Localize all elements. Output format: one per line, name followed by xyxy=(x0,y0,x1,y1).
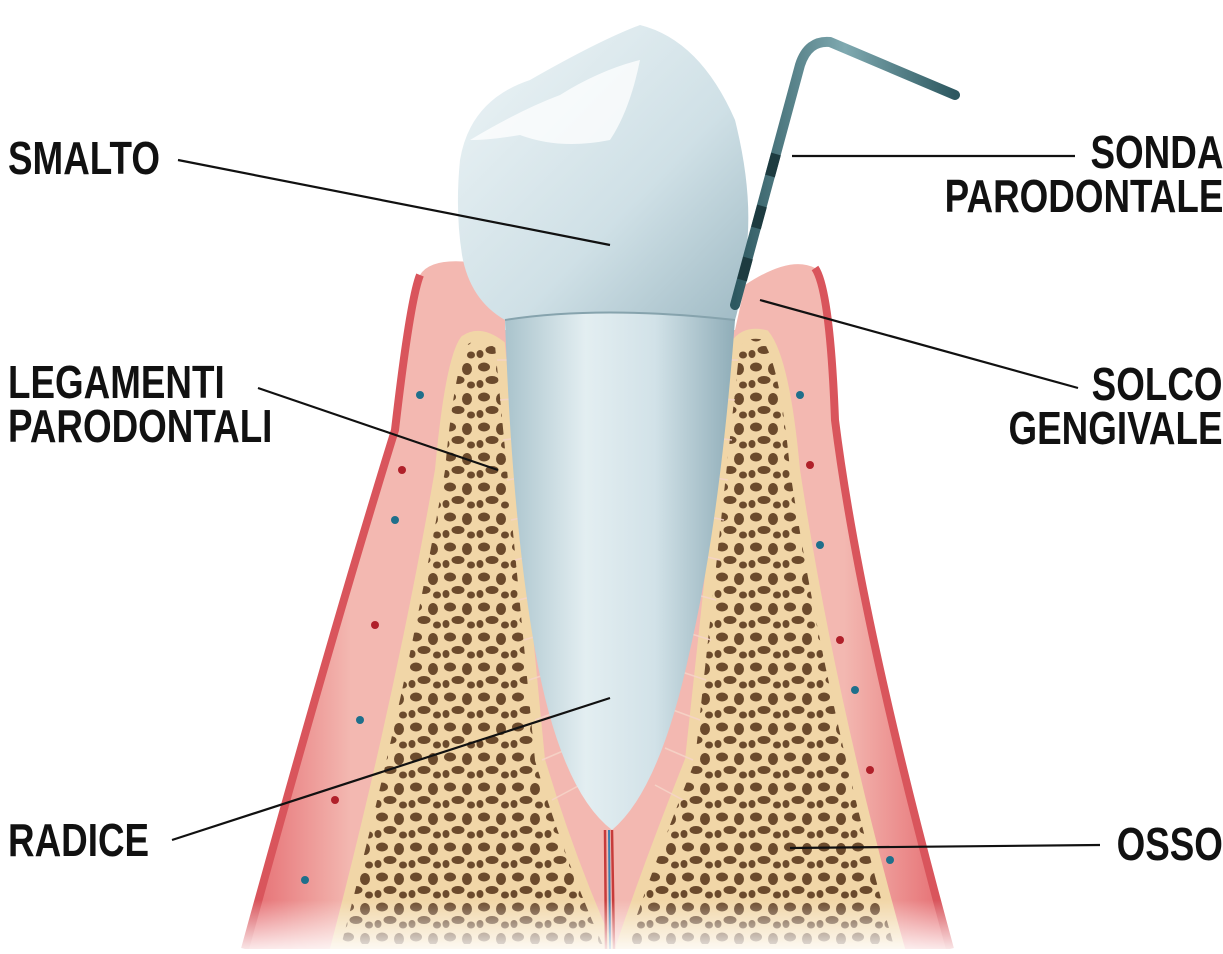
label-solco-line-2: GENGIVALE xyxy=(1009,406,1223,450)
label-radice: RADICE xyxy=(8,818,149,862)
label-smalto-line-1: SMALTO xyxy=(8,136,160,180)
label-osso: OSSO xyxy=(1117,822,1223,866)
label-radice-line-1: RADICE xyxy=(8,818,149,862)
label-sonda-line-1: SONDA xyxy=(944,130,1223,174)
label-sonda-parodontale: SONDA PARODONTALE xyxy=(944,130,1223,218)
label-legamenti-line-2: PARODONTALI xyxy=(8,404,272,448)
label-legamenti-parodontali: LEGAMENTI PARODONTALI xyxy=(8,360,272,448)
label-smalto: SMALTO xyxy=(8,136,160,180)
label-osso-line-1: OSSO xyxy=(1117,822,1223,866)
label-legamenti-line-1: LEGAMENTI xyxy=(8,360,272,404)
tooth-crown xyxy=(458,25,748,320)
label-solco-gengivale: SOLCO GENGIVALE xyxy=(1009,362,1223,450)
label-solco-line-1: SOLCO xyxy=(1009,362,1223,406)
label-sonda-line-2: PARODONTALE xyxy=(944,174,1223,218)
